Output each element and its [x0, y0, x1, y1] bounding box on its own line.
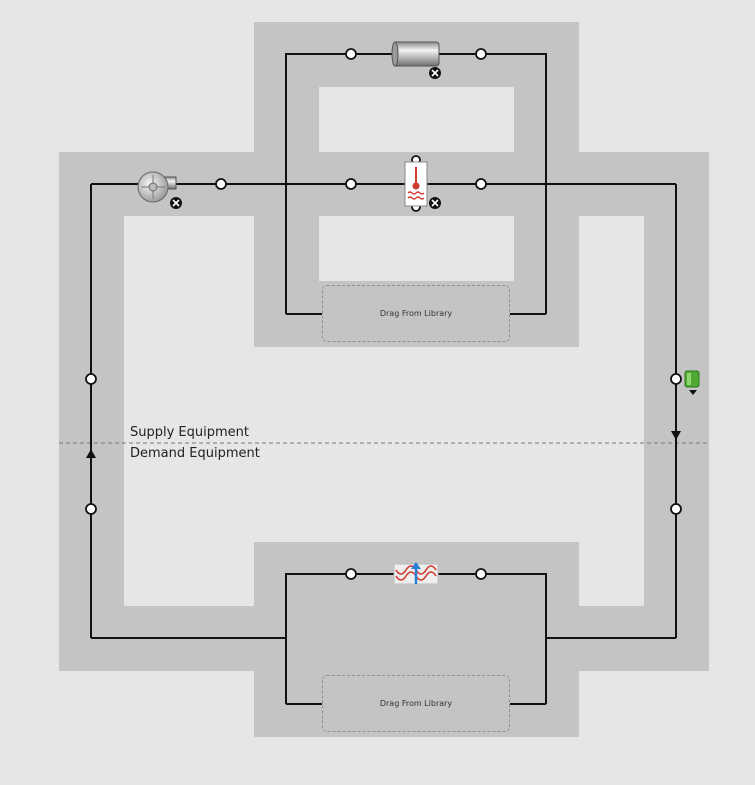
node-coil-outlet[interactable] [475, 568, 487, 580]
supply-branch-drop-zone[interactable]: Drag From Library [322, 285, 510, 342]
district-cooling-tank-icon[interactable] [391, 41, 440, 67]
remove-chiller-icon[interactable] [429, 197, 441, 209]
node-chiller-outlet[interactable] [475, 178, 487, 190]
flow-up-arrow-icon [86, 449, 96, 458]
demand-equipment-label: Demand Equipment [130, 446, 260, 461]
node-supply-branch-outlet[interactable] [475, 48, 487, 60]
loop-lines [90, 53, 677, 705]
supply-equipment-label: Supply Equipment [130, 425, 249, 440]
setpoint-manager-icon[interactable] [684, 370, 700, 395]
node-supply-branch-inlet[interactable] [345, 48, 357, 60]
chiller-icon[interactable] [404, 161, 428, 207]
node-coil-inlet[interactable] [345, 568, 357, 580]
pump-icon[interactable] [137, 171, 177, 203]
remove-tank-icon[interactable] [429, 67, 441, 79]
node-demand-inlet[interactable] [670, 503, 682, 515]
flow-down-arrow-icon [671, 431, 681, 440]
node-supply-outlet[interactable] [670, 373, 682, 385]
node-supply-inlet[interactable] [85, 373, 97, 385]
node-chiller-inlet[interactable] [345, 178, 357, 190]
coil-icon[interactable] [393, 562, 439, 585]
node-demand-outlet[interactable] [85, 503, 97, 515]
node-pump-outlet[interactable] [215, 178, 227, 190]
demand-branch-drop-zone[interactable]: Drag From Library [322, 675, 510, 732]
loop-band [59, 22, 709, 737]
remove-pump-icon[interactable] [170, 197, 182, 209]
